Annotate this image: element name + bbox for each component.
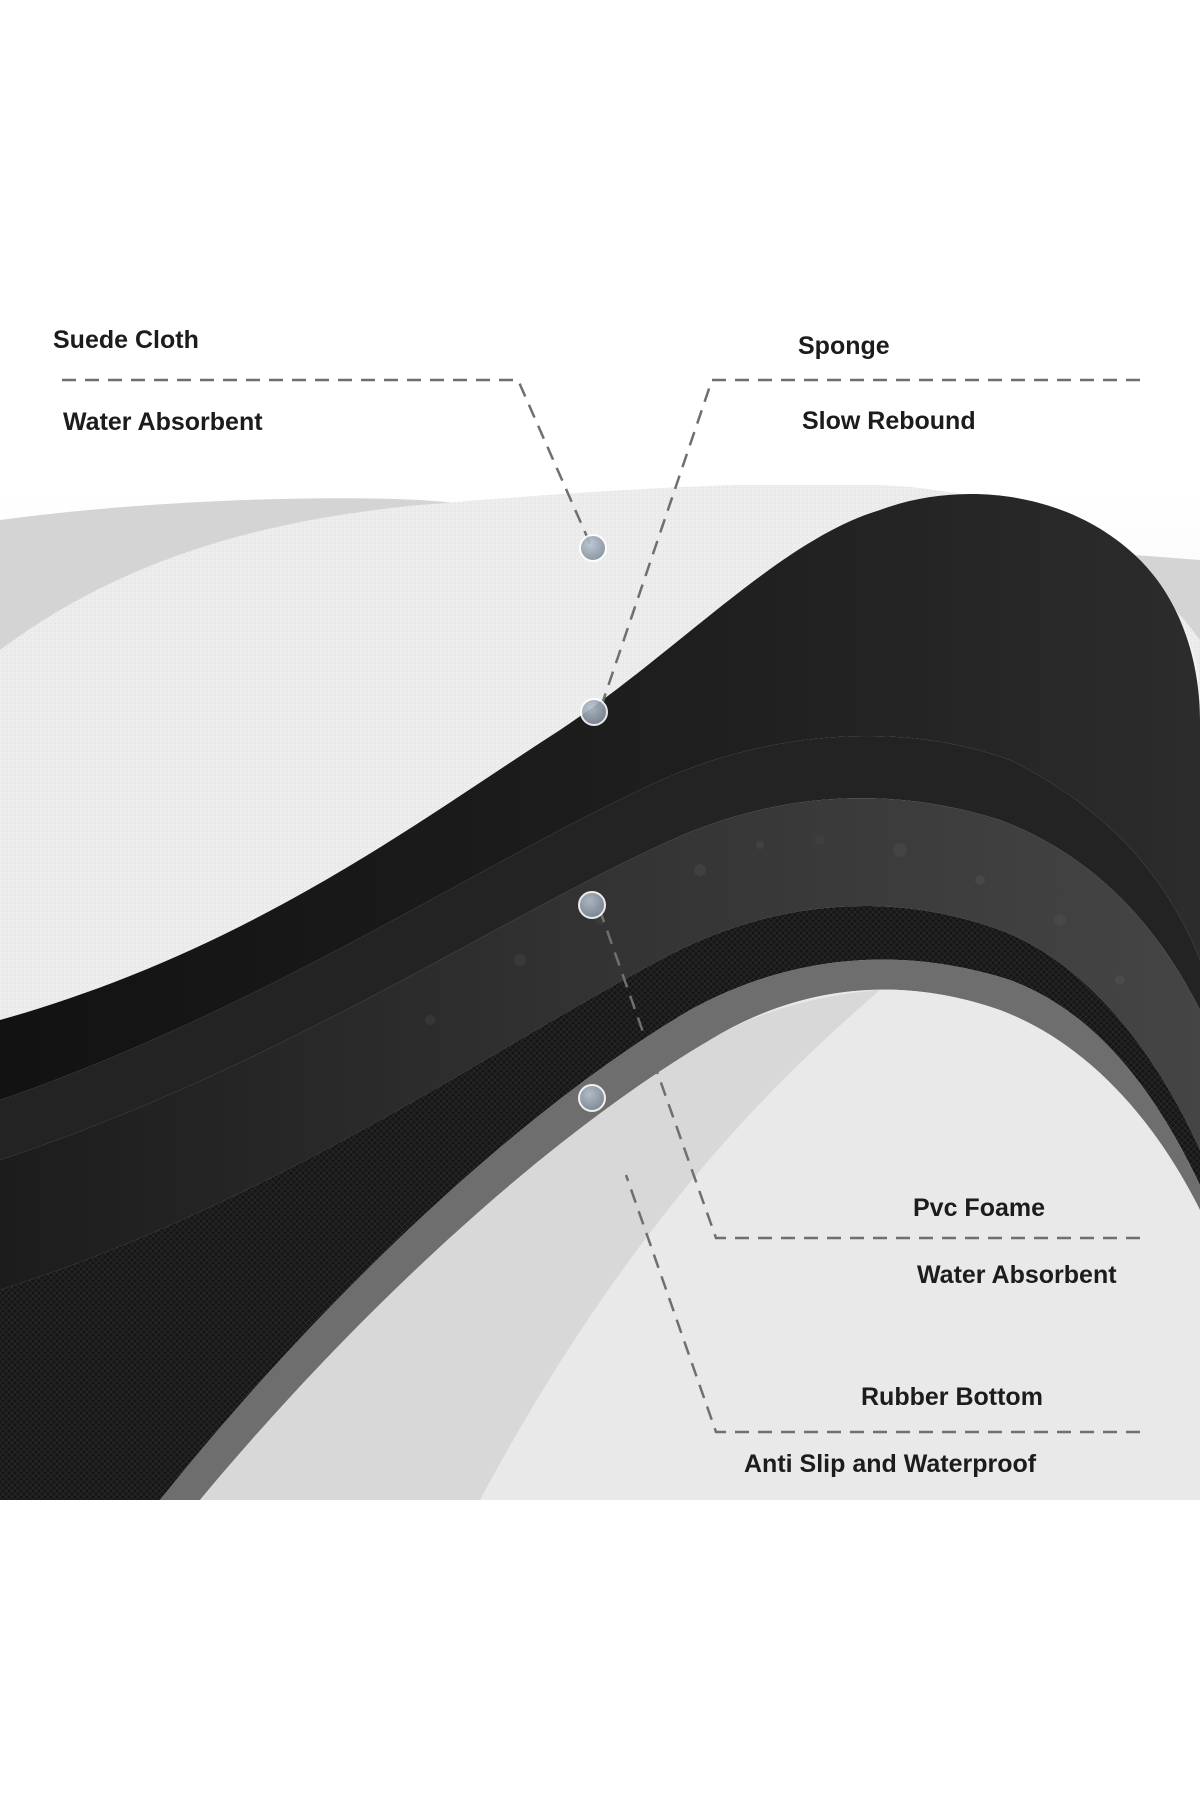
sponge-title: Sponge: [798, 332, 890, 360]
sponge-layer: [0, 494, 1200, 1100]
layer-markers: [578, 534, 608, 1112]
sponge-lower-band: [0, 736, 1200, 1160]
suede-cloth-subtitle: Water Absorbent: [63, 408, 263, 436]
floor-shadow: [200, 990, 880, 1500]
rubber-bottom-subtitle: Anti Slip and Waterproof: [744, 1450, 1037, 1478]
sponge-subtitle: Slow Rebound: [802, 407, 976, 435]
leader-line-suede: [62, 378, 594, 549]
marker-rubber-dot-icon: [578, 1084, 606, 1112]
marker-sponge-dot-icon: [580, 698, 608, 726]
pvc-foam-texture: [425, 835, 1125, 1025]
leader-line-pvc: [596, 904, 1140, 1240]
rubber-bottom-title: Rubber Bottom: [861, 1383, 1043, 1411]
leader-line-rubber: [624, 1174, 1140, 1434]
leader-lines: [62, 378, 1140, 1434]
rubber-bottom-layer: [0, 906, 1200, 1500]
suede-cloth-title: Suede Cloth: [53, 326, 199, 354]
marker-pvc-dot-icon: [578, 891, 606, 919]
marker-suede-dot-icon: [579, 534, 607, 562]
pvc-foam-subtitle: Water Absorbent: [917, 1261, 1117, 1289]
pvc-foam-title: Pvc Foame: [913, 1194, 1046, 1222]
leader-line-sponge: [598, 378, 1140, 711]
